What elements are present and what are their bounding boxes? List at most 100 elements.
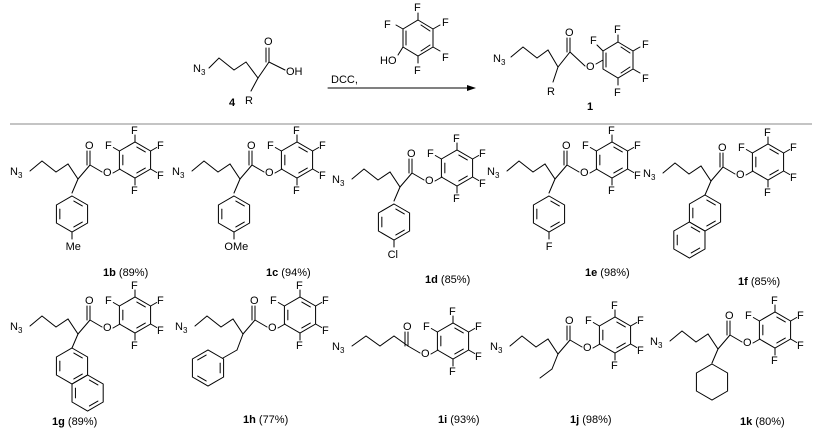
- compound-caption: 1c (94%): [266, 267, 311, 279]
- atom-label: O: [85, 140, 94, 152]
- starting-material-4: N3 O OH R 4: [193, 36, 303, 109]
- atom-label: F: [270, 295, 277, 307]
- compound-yield: (98%): [597, 267, 629, 279]
- atom-label: F: [131, 185, 138, 197]
- compound-caption: 1d (85%): [425, 274, 470, 286]
- n3-label: N3: [643, 168, 656, 182]
- svg-text:F: F: [384, 19, 391, 31]
- para-substituent: Me: [66, 241, 81, 253]
- atom-label: F: [157, 295, 164, 307]
- n3-label: N3: [172, 166, 185, 180]
- atom-label: F: [634, 140, 641, 152]
- atom-label: F: [296, 340, 303, 352]
- atom-label: F: [797, 340, 804, 352]
- atom-label: F: [322, 325, 329, 337]
- pentafluorophenol: F F F F F HO: [380, 2, 449, 77]
- atom-label: F: [319, 140, 326, 152]
- atom-label: F: [131, 280, 138, 292]
- compound-id: 1c: [266, 267, 278, 279]
- atom-label: O: [103, 322, 112, 334]
- n3-label: N3: [332, 174, 345, 188]
- atom-label: F: [157, 140, 164, 152]
- compound-caption: 1h (77%): [243, 414, 288, 426]
- compound-number-4: 4: [229, 97, 236, 109]
- compound-id: 1h: [243, 414, 256, 426]
- compound-id: 1e: [585, 267, 597, 279]
- atom-label: F: [105, 140, 112, 152]
- oh-label: OH: [286, 66, 303, 78]
- atom-label: F: [611, 300, 618, 312]
- compound-id: 1b: [103, 267, 116, 279]
- para-substituent: F: [546, 241, 553, 253]
- compound-id: 1d: [425, 274, 438, 286]
- atom-label: O: [718, 142, 727, 154]
- atom-label: F: [608, 125, 615, 137]
- compound-caption: 1j (98%): [570, 414, 612, 426]
- atom-label: F: [322, 295, 329, 307]
- atom-label: F: [157, 170, 164, 182]
- atom-label: O: [103, 167, 112, 179]
- atom-label: F: [771, 355, 778, 367]
- atom-label: F: [475, 351, 482, 363]
- compound-caption: 1b (89%): [103, 267, 148, 279]
- atom-label: F: [764, 187, 771, 199]
- atom-label: F: [319, 170, 326, 182]
- compound-caption: 1f (85%): [738, 276, 780, 288]
- reagent-label: DCC,: [331, 74, 358, 86]
- svg-text:F: F: [614, 87, 621, 99]
- atom-label: F: [157, 325, 164, 337]
- compound-yield: (89%): [116, 267, 148, 279]
- r-label: R: [245, 95, 253, 107]
- atom-label: F: [608, 185, 615, 197]
- atom-label: F: [479, 178, 486, 190]
- atom-label: F: [105, 295, 112, 307]
- reaction-arrow: DCC,: [327, 74, 476, 91]
- svg-text:F: F: [442, 17, 449, 29]
- atom-label: F: [771, 295, 778, 307]
- atom-label: F: [479, 148, 486, 160]
- para-substituent: Cl: [388, 249, 398, 261]
- atom-label: O: [425, 175, 434, 187]
- atom-label: O: [85, 295, 94, 307]
- para-substituent: OMe: [224, 241, 248, 253]
- atom-label: O: [580, 167, 589, 179]
- atom-label: O: [403, 321, 412, 333]
- compound-number-1: 1: [587, 101, 593, 113]
- carbonyl-o-label: O: [264, 36, 273, 48]
- compound-caption: 1e (98%): [585, 267, 630, 279]
- atom-label: F: [293, 185, 300, 197]
- svg-text:O: O: [565, 27, 574, 39]
- compound-yield: (94%): [278, 267, 310, 279]
- n3-label: N3: [490, 341, 503, 355]
- atom-label: F: [745, 310, 752, 322]
- atom-label: O: [736, 169, 745, 181]
- atom-label: F: [582, 140, 589, 152]
- svg-text:F: F: [642, 39, 649, 51]
- atom-label: F: [637, 345, 644, 357]
- svg-text:F: F: [414, 65, 421, 77]
- n3-label: N3: [650, 336, 663, 350]
- atom-label: F: [131, 340, 138, 352]
- ho-label: HO: [380, 55, 397, 67]
- svg-text:N3: N3: [493, 53, 506, 67]
- svg-text:F: F: [590, 35, 597, 47]
- n3-label: N3: [175, 321, 188, 335]
- compound-caption: 1k (80%): [740, 416, 785, 428]
- compound-caption: 1i (93%): [438, 414, 480, 426]
- compound-id: 1i: [438, 414, 447, 426]
- atom-label: F: [764, 127, 771, 139]
- atom-label: O: [407, 148, 416, 160]
- atom-label: F: [637, 315, 644, 327]
- svg-text:F: F: [442, 52, 449, 64]
- compound-caption: 1g (89%): [52, 416, 97, 428]
- product-1: N3 O O R F F F F F 1: [493, 24, 649, 113]
